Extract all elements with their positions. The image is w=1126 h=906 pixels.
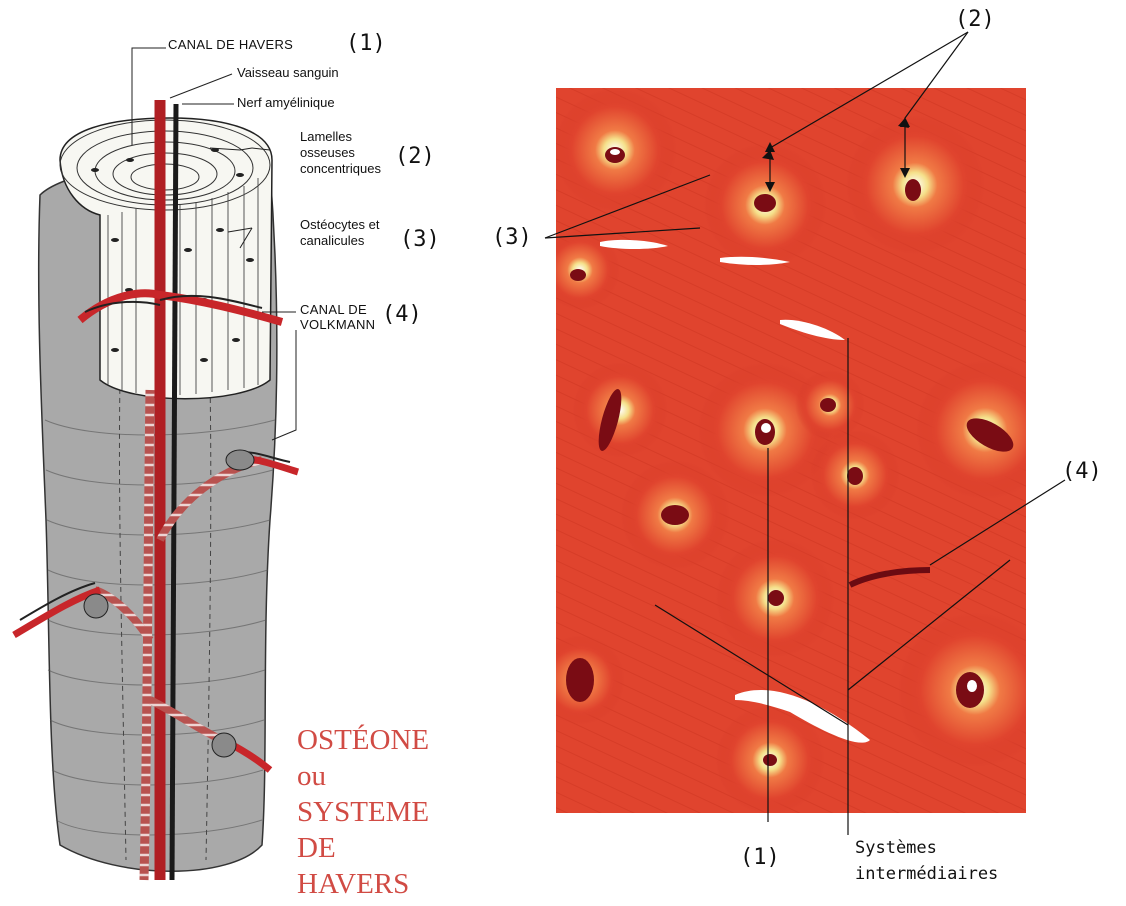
label-lamelles-2: osseuses xyxy=(300,146,355,160)
label-systemes-2: intermédiaires xyxy=(855,861,998,887)
label-right-1: (1) xyxy=(740,846,780,870)
title-line-3: SYSTEME xyxy=(297,794,429,830)
title-line-4: DE xyxy=(297,830,429,866)
label-right-4: (4) xyxy=(1062,460,1102,484)
label-right-3: (3) xyxy=(492,226,532,250)
label-canal-havers-num: (1) xyxy=(346,32,386,56)
label-lamelles-num: (2) xyxy=(395,145,435,169)
label-volkmann-1: CANAL DE xyxy=(300,303,367,317)
title-line-1: OSTÉONE xyxy=(297,722,429,758)
title-line-5: HAVERS xyxy=(297,866,429,902)
label-lamelles-1: Lamelles xyxy=(300,130,352,144)
label-volkmann-2: VOLKMANN xyxy=(300,318,375,332)
label-right-2: (2) xyxy=(955,8,995,32)
label-canal-havers: CANAL DE HAVERS xyxy=(168,38,293,52)
label-nerf: Nerf amyélinique xyxy=(237,96,335,110)
micrograph xyxy=(535,88,1055,815)
label-lamelles-3: concentriques xyxy=(300,162,381,176)
label-osteocytes-2: canalicules xyxy=(300,234,364,248)
osteon-drawing xyxy=(14,48,298,880)
figure-title: OSTÉONE ou SYSTEME DE HAVERS xyxy=(297,722,429,902)
label-osteocytes-num: (3) xyxy=(400,228,440,252)
title-line-2: ou xyxy=(297,758,429,794)
label-volkmann-num: (4) xyxy=(382,303,422,327)
label-systemes-1: Systèmes xyxy=(855,835,937,861)
label-vaisseau: Vaisseau sanguin xyxy=(237,66,339,80)
label-osteocytes-1: Ostéocytes et xyxy=(300,218,379,232)
